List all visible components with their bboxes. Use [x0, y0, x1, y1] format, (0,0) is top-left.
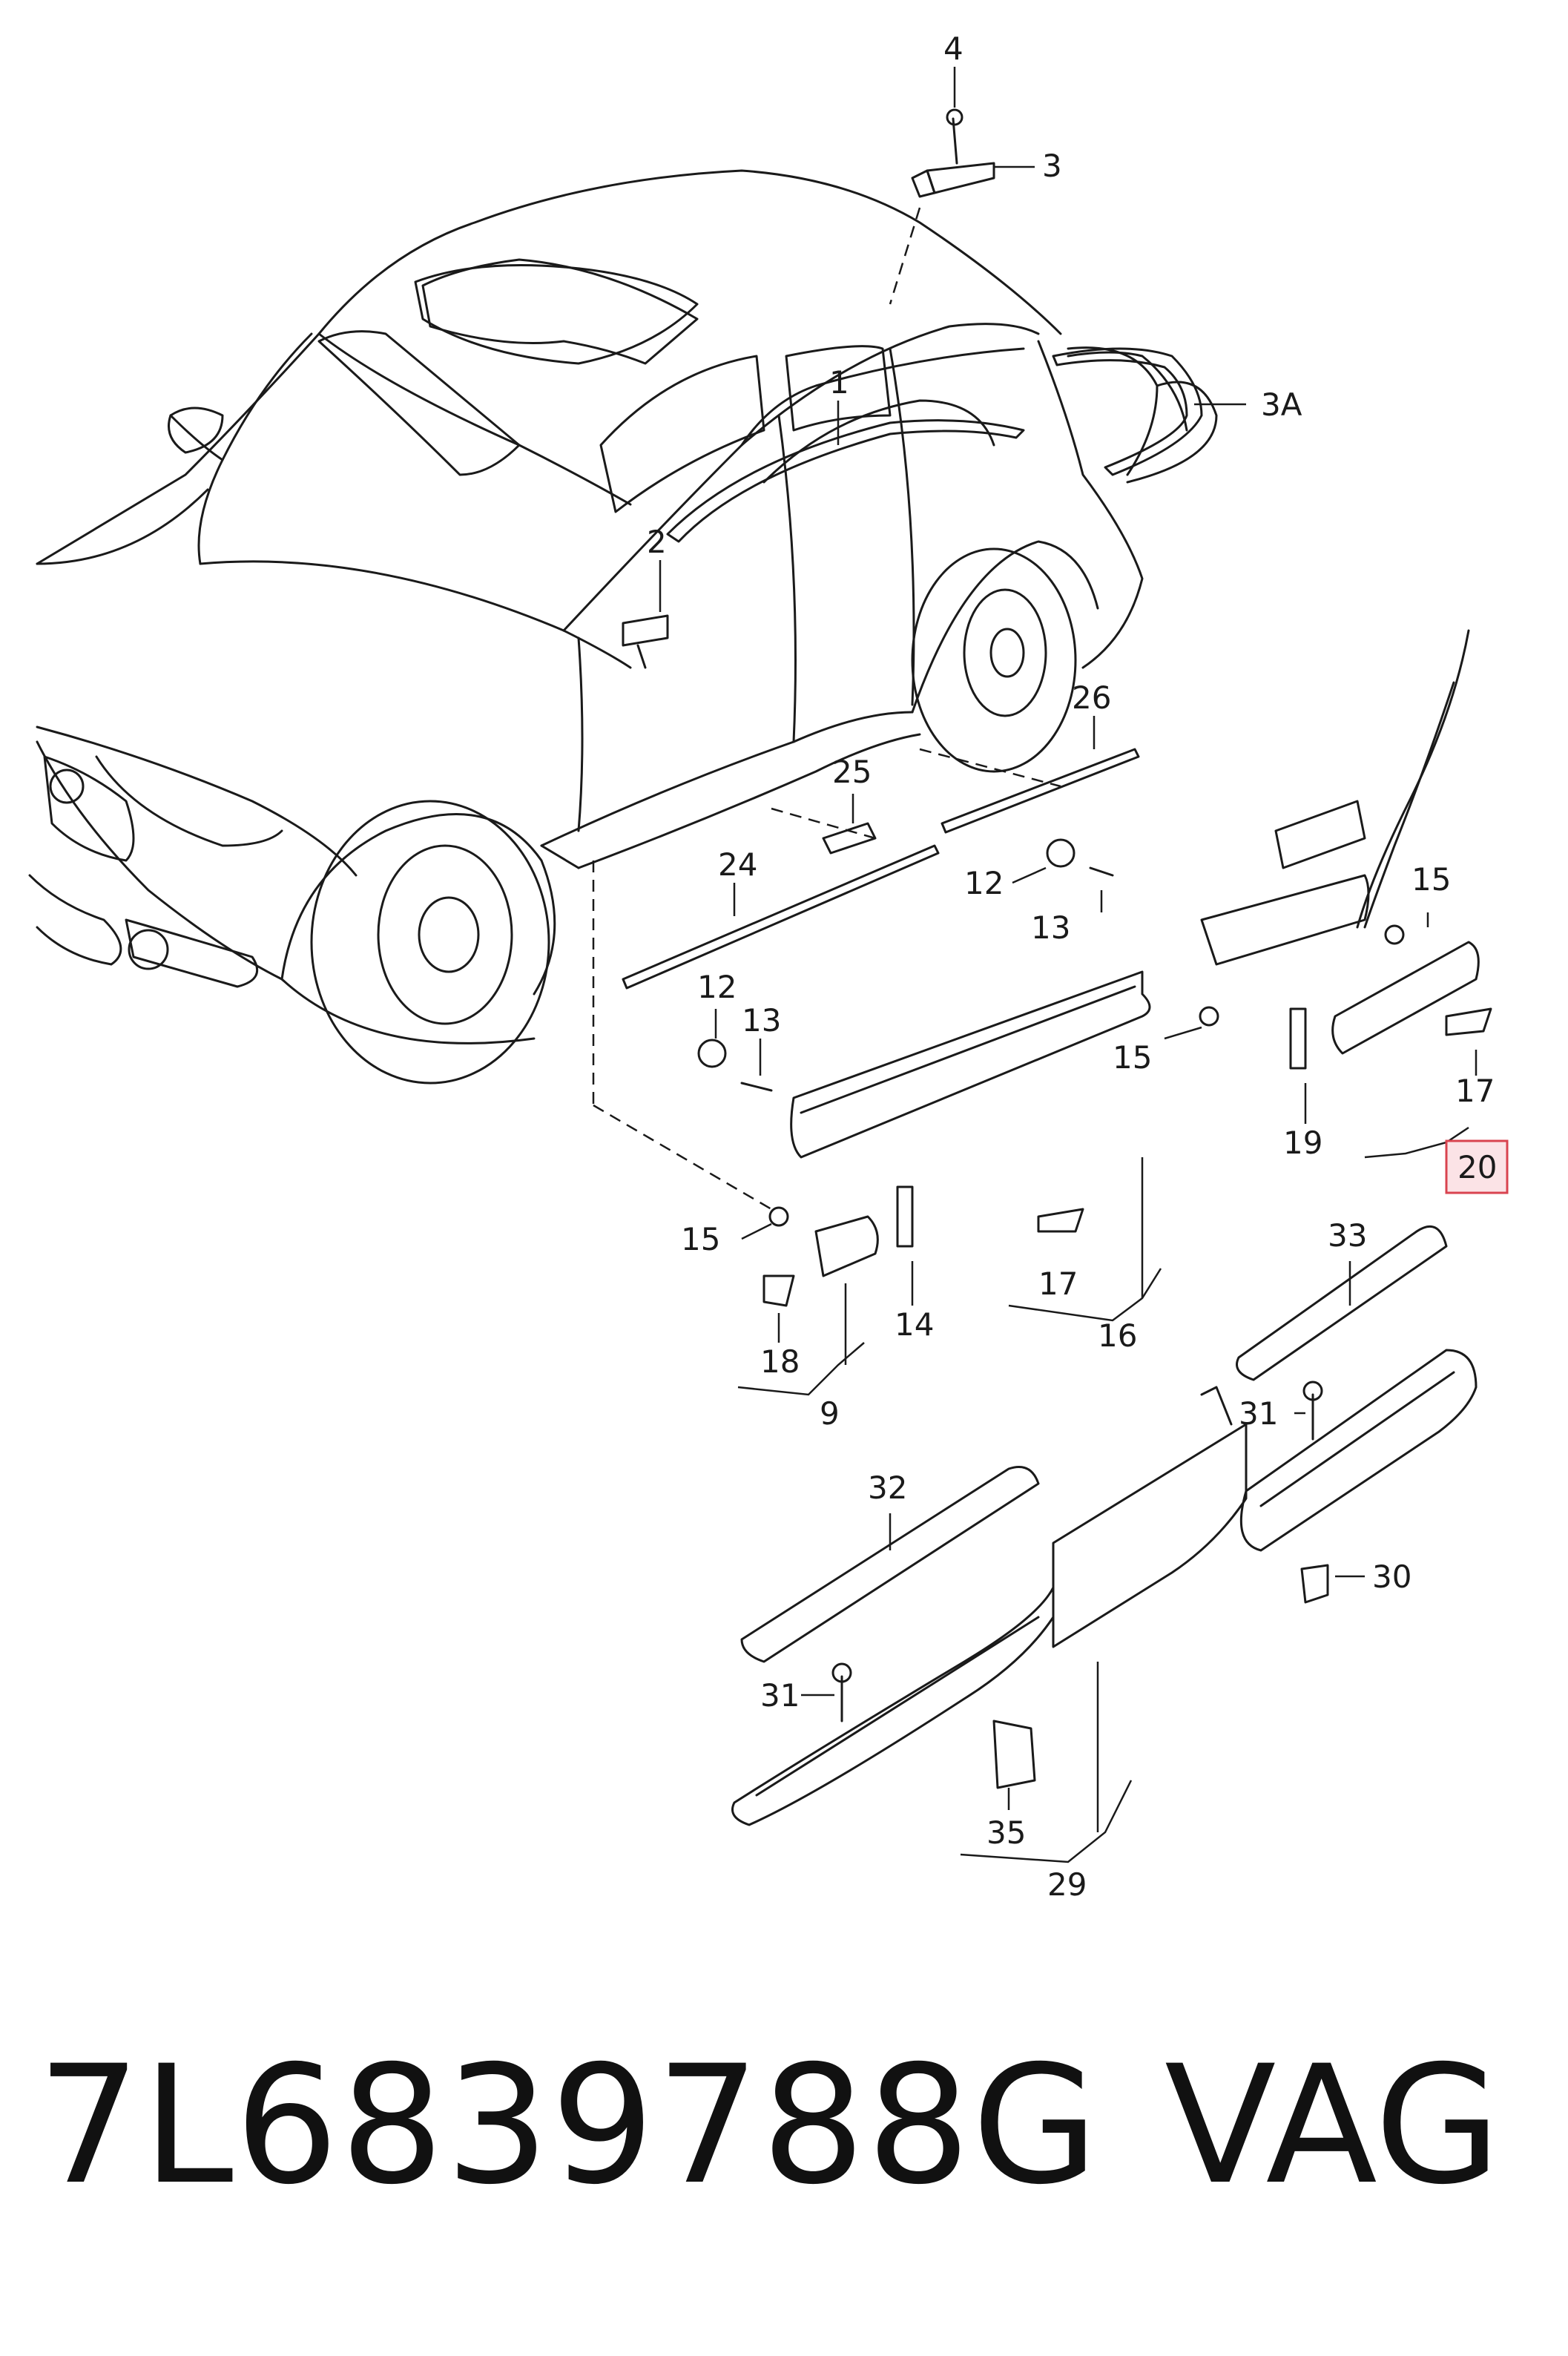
callout-18: 18 [760, 1343, 800, 1380]
callout-14: 14 [895, 1306, 934, 1343]
part-number: 7L6839788G [37, 2030, 1100, 2220]
callout-17-right: 17 [1455, 1073, 1495, 1109]
callout-17-middle: 17 [1038, 1266, 1078, 1302]
callout-13-lower: 13 [742, 1002, 781, 1039]
callout-13-upper: 13 [1031, 909, 1070, 946]
leader-lines [592, 67, 1478, 1863]
callout-1: 1 [829, 364, 849, 401]
callout-35: 35 [986, 1814, 1026, 1851]
callout-32: 32 [868, 1470, 907, 1506]
callout-33: 33 [1328, 1217, 1367, 1254]
callout-3: 3 [1042, 148, 1062, 184]
callout-26: 26 [1072, 680, 1111, 716]
callout-15-left: 15 [681, 1221, 720, 1257]
callout-25: 25 [832, 754, 872, 790]
callout-2: 2 [647, 524, 667, 560]
exploded-parts-diagram: 4 3 3A 1 2 26 25 24 12 13 12 13 15 15 15… [28, 30, 1509, 1903]
callout-labels: 4 3 3A 1 2 26 25 24 12 13 12 13 15 15 15… [647, 30, 1509, 1903]
callout-16: 16 [1098, 1317, 1137, 1354]
callout-12-lower: 12 [697, 969, 737, 1005]
callout-20: 20 [1457, 1149, 1497, 1185]
brand-name: VAG [1165, 2030, 1501, 2220]
callout-31-lower: 31 [760, 1677, 800, 1714]
callout-20-highlight-box [1445, 1139, 1509, 1194]
callout-3a: 3A [1261, 386, 1302, 423]
callout-4: 4 [943, 30, 963, 67]
vehicle-outline [28, 169, 1470, 1085]
callout-31-upper: 31 [1239, 1395, 1278, 1432]
trim-parts [622, 108, 1492, 1826]
callout-29: 29 [1047, 1866, 1087, 1903]
callout-19: 19 [1283, 1125, 1322, 1161]
callout-15-middle: 15 [1113, 1039, 1152, 1076]
callout-30: 30 [1372, 1559, 1411, 1595]
callout-24: 24 [718, 846, 757, 883]
callout-15-right: 15 [1411, 861, 1451, 898]
footer-caption: 7L6839788G VAG [37, 2033, 1535, 2218]
callout-9: 9 [820, 1395, 840, 1432]
callout-12-upper: 12 [964, 865, 1004, 901]
